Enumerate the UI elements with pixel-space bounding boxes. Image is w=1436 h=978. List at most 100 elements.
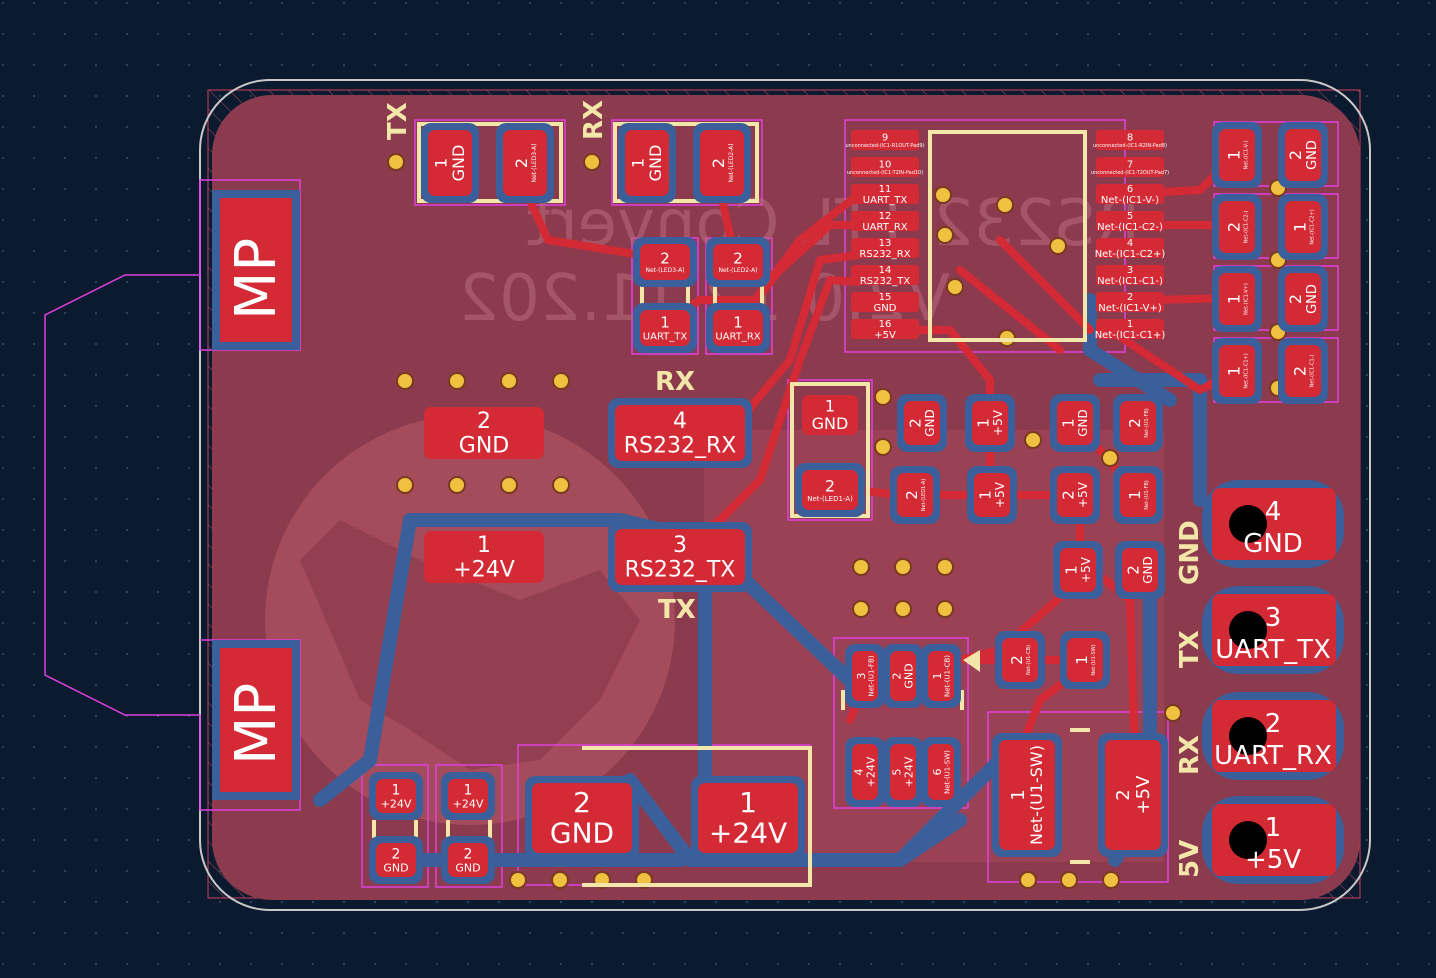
via bbox=[936, 600, 954, 618]
pad-cr0-a-label-1: Net-(IC1-V-) bbox=[1243, 140, 1249, 169]
pad-c-5v1-label-0: 1 bbox=[974, 418, 992, 428]
pad-pwr-gnd-label-1: GND bbox=[459, 433, 509, 458]
pad-u1-5[interactable]: 5+24V bbox=[883, 737, 923, 807]
silk-label-tx-right: TX bbox=[1175, 630, 1205, 668]
pad-out-5v-num: 1 bbox=[1265, 813, 1282, 843]
pad-l1-2-label-0: 2 bbox=[1113, 789, 1134, 800]
via bbox=[500, 476, 518, 494]
pad-cin2-1[interactable]: 1+24V bbox=[441, 772, 495, 820]
pad-cbulk-1[interactable]: 1+24V bbox=[691, 776, 805, 860]
logo-top: MP bbox=[212, 190, 300, 350]
pad-c-5v2[interactable]: 2+5V bbox=[1050, 466, 1100, 524]
pad-u1-4-label-1: +24V bbox=[865, 756, 878, 787]
pad-u1-5-label-1: +24V bbox=[903, 756, 916, 787]
pad-l1-1-label-0: 1 bbox=[1008, 789, 1029, 800]
pad-u1-4[interactable]: 4+24V bbox=[845, 737, 885, 807]
pad-c-cb-2-label-1: Net-(U1-CB) bbox=[1026, 645, 1032, 675]
pad-l1-2[interactable]: 2+5V bbox=[1098, 733, 1168, 857]
pad-u1-1-label-0: 1 bbox=[931, 673, 944, 680]
pad-ic1-3-label-0: 3 bbox=[1127, 265, 1133, 276]
pad-rl1-1[interactable]: 1+5V bbox=[967, 466, 1017, 524]
pad-ic1-16[interactable]: 16+5V bbox=[851, 319, 919, 341]
pad-ic1-1-label-0: 1 bbox=[1127, 319, 1133, 330]
pad-cin1-1-label-1: +24V bbox=[381, 797, 412, 810]
pad-led3-2-label-1: Net-(LED3-A) bbox=[531, 143, 538, 182]
pad-rl1-1-label-1: +5V bbox=[993, 481, 1007, 508]
silk-label-tx-mid: TX bbox=[658, 595, 696, 625]
pad-c-gnd3-label-1: GND bbox=[1141, 556, 1155, 584]
pad-led3-1-label-0: 1 bbox=[431, 158, 450, 168]
pad-u1-3-label-0: 3 bbox=[855, 673, 868, 680]
pad-cbulk-2-label-1: GND bbox=[550, 817, 614, 850]
pad-cbulk-1-label-1: +24V bbox=[709, 817, 787, 850]
pad-c-5v3[interactable]: 1+5V bbox=[1053, 541, 1103, 599]
pad-ic1-1-label-1: Net-(IC1-C1+) bbox=[1095, 330, 1166, 341]
pad-out-5v[interactable]: 1+5V bbox=[1202, 796, 1344, 884]
pad-pwr-24v[interactable]: 1+24V bbox=[424, 531, 544, 583]
pad-cin1-1[interactable]: 1+24V bbox=[369, 772, 423, 820]
via bbox=[552, 476, 570, 494]
via bbox=[1049, 237, 1067, 255]
pad-conn-rs232-tx-label-1: RS232_TX bbox=[625, 557, 736, 582]
via bbox=[551, 871, 569, 889]
pad-c-gnd3-label-0: 2 bbox=[1124, 565, 1142, 575]
pad-c-5v1[interactable]: 1+5V bbox=[965, 394, 1015, 452]
